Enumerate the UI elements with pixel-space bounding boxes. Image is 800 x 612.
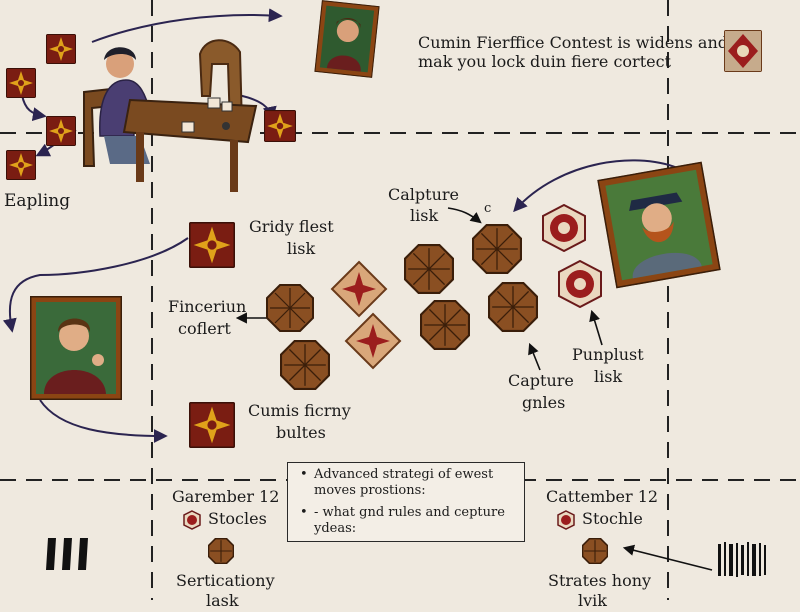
board-piece-hexagon[interactable] (540, 204, 588, 252)
corner-tile-top-right[interactable] (724, 30, 762, 72)
capture-bottom-label-line1: Capture (508, 371, 574, 390)
board-piece-octagon[interactable] (420, 300, 470, 350)
octagon-piece-icon (208, 538, 234, 564)
stochle-piece-icon (556, 510, 576, 530)
footer-right-caption-line1: Strates hony (548, 571, 652, 590)
player-card-right[interactable] (597, 161, 721, 289)
tile-gridy[interactable] (189, 222, 235, 268)
footer-left-date: Garember 12 (172, 487, 280, 506)
player-card-left[interactable] (30, 296, 122, 400)
gridy-label-line2: lisk (287, 239, 316, 258)
quote-mark-icon (44, 534, 94, 576)
board-piece-octagon[interactable] (472, 224, 522, 274)
octagon-piece-icon (582, 538, 608, 564)
note-item-2: - what gnd rules and cepture ydeas: (300, 505, 524, 537)
gridy-label-line1: Gridy flest (249, 217, 334, 236)
punplust-label-line2: lisk (594, 367, 623, 386)
footer-left-caption-line2: lask (206, 591, 239, 610)
board-piece-diamond[interactable] (344, 312, 402, 370)
footer-right-date: Cattember 12 (546, 487, 659, 506)
footer-right-label: Stochle (582, 509, 643, 528)
header-title-line1: Cumin Fierffice Contest is widens and (418, 33, 728, 52)
footer-left-caption-line1: Serticationy (176, 571, 275, 590)
player-at-table-illustration (80, 36, 260, 196)
footer-left-label: Stocles (208, 509, 267, 528)
barcode-icon (716, 540, 768, 580)
strategy-notes: Advanced strategi of ewest moves prostio… (287, 462, 525, 542)
board-piece-octagon[interactable] (280, 340, 330, 390)
board-piece-octagon[interactable] (266, 284, 314, 332)
label-arrows (235, 207, 713, 571)
tile-table-right[interactable] (264, 110, 296, 142)
stocles-piece-icon (182, 510, 202, 530)
header-title-line2: mak you lock duin fiere cortect (418, 52, 671, 71)
cumis-label-line1: Cumis ficrny (248, 401, 351, 420)
tile-cumis[interactable] (189, 402, 235, 448)
tile-left-4[interactable] (6, 150, 36, 180)
board-piece-hexagon[interactable] (556, 260, 604, 308)
tile-left-3[interactable] (46, 116, 76, 146)
financier-label-line1: Finceriun (168, 297, 247, 316)
capture-top-label-line1: Calpture (388, 185, 459, 204)
cumis-label-line2: bultes (276, 423, 326, 442)
board-piece-octagon[interactable] (404, 244, 454, 294)
capture-top-mark: c (484, 201, 492, 216)
tile-left-1[interactable] (46, 34, 76, 64)
capture-bottom-label-line2: gnles (522, 393, 566, 412)
financier-label-line2: coflert (178, 319, 231, 338)
capture-top-label-line2: lisk (410, 206, 439, 225)
footer-right-caption-line2: lvik (578, 591, 607, 610)
punplust-label-line1: Punplust (572, 345, 644, 364)
tile-left-2[interactable] (6, 68, 36, 98)
player-card-top[interactable] (314, 0, 380, 78)
note-item-1: Advanced strategi of ewest moves prostio… (300, 467, 524, 499)
board-piece-diamond[interactable] (330, 260, 388, 318)
left-label: Eapling (4, 191, 71, 211)
board-piece-octagon[interactable] (488, 282, 538, 332)
